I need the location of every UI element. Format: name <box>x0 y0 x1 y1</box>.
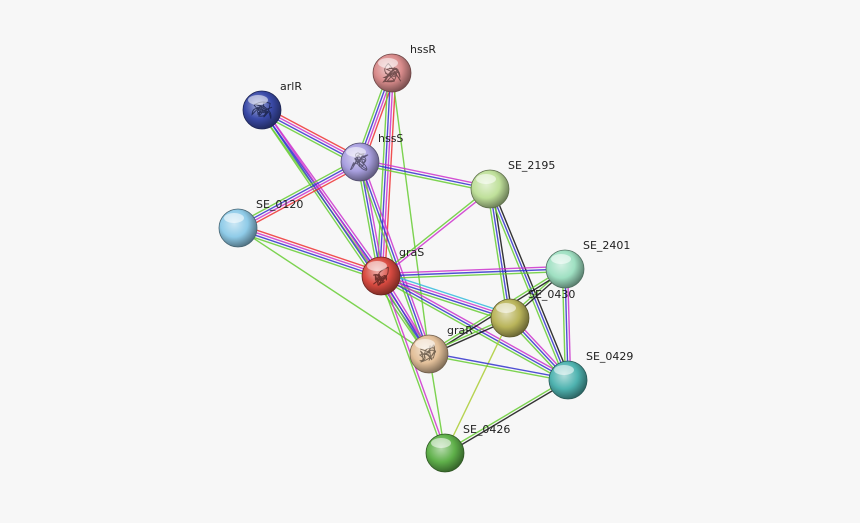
node-SE_0430[interactable]: SE_0430 <box>490 288 575 338</box>
node-label: SE_0430 <box>528 288 575 301</box>
edge-graS-SE_2401[interactable] <box>380 265 566 280</box>
node-highlight <box>551 254 571 264</box>
edge-line-databases <box>379 72 392 276</box>
node-highlight <box>415 339 435 349</box>
node-highlight <box>476 174 496 184</box>
node-label: hssR <box>410 43 436 56</box>
edge-line-textmining <box>379 187 490 276</box>
edge-line-textmining <box>428 354 568 382</box>
edge-line-textmining <box>237 227 430 355</box>
edge-line-textmining <box>379 276 445 454</box>
node-label: SE_2401 <box>583 239 630 252</box>
edge-line-experiments <box>361 160 433 354</box>
edge-line-databases <box>489 188 511 319</box>
edge-line-databases <box>237 160 360 228</box>
node-highlight <box>346 147 366 157</box>
node-SE_0120[interactable]: SE_0120 <box>218 198 303 248</box>
edge-arlR-graR[interactable] <box>259 108 432 356</box>
edge-line-textmining <box>443 378 568 453</box>
node-hssS[interactable]: hssS <box>340 132 403 182</box>
edge-line-databases <box>237 228 381 278</box>
edge-line-textmining <box>376 72 389 276</box>
edge-graR-SE_0429[interactable] <box>428 352 569 382</box>
edge-line-databases <box>380 268 566 277</box>
node-highlight <box>367 261 387 271</box>
node-SE_0426[interactable]: SE_0426 <box>425 423 510 473</box>
edge-line-textmining <box>381 270 566 280</box>
edge-line-databases <box>359 161 430 355</box>
edge-line-textmining <box>359 163 490 193</box>
edge-line-textmining <box>486 189 567 382</box>
node-highlight <box>248 95 268 105</box>
node-label: SE_2195 <box>508 159 555 172</box>
edge-line-homology <box>381 271 512 315</box>
edge-line-experiments <box>360 158 491 188</box>
edge-line-coexpression <box>491 187 572 380</box>
edge-line-experiments <box>381 189 492 278</box>
protein-structure-icon <box>251 101 273 119</box>
node-highlight <box>496 303 516 313</box>
edge-line-cooccurrence <box>444 317 511 454</box>
edge-line-textmining <box>356 162 428 356</box>
node-label: arlR <box>280 80 302 93</box>
edge-SE_0429-SE_0426[interactable] <box>443 378 570 455</box>
node-label: hssS <box>378 132 403 145</box>
edge-hssS-SE_2195[interactable] <box>359 158 491 193</box>
edge-hssS-SE_0120[interactable] <box>235 157 363 233</box>
node-graS[interactable]: graS <box>361 246 424 296</box>
node-label: SE_0429 <box>586 350 633 363</box>
edge-line-fusion <box>239 223 383 273</box>
edge-line-textmining <box>486 189 509 319</box>
node-hssR[interactable]: hssR <box>372 43 436 93</box>
node-highlight <box>431 438 451 448</box>
edge-line-experiments <box>263 108 384 275</box>
edge-line-textmining <box>259 111 428 356</box>
edge-line-fusion <box>239 164 363 233</box>
protein-structure-icon <box>419 344 437 363</box>
node-label: SE_0120 <box>256 198 303 211</box>
edge-line-databases <box>359 161 491 190</box>
edge-line-textmining <box>379 277 568 383</box>
edge-hssR-graR[interactable] <box>391 72 430 355</box>
node-arlR[interactable]: arlR <box>242 80 302 130</box>
node-graR[interactable]: graR <box>409 324 473 374</box>
edge-line-experiments <box>238 162 361 230</box>
edge-hssS-graR[interactable] <box>356 160 433 356</box>
edge-line-textmining <box>235 157 359 226</box>
edge-line-databases <box>429 352 569 380</box>
node-label: SE_0426 <box>463 423 510 436</box>
edge-line-coexpression <box>445 380 570 455</box>
edge-line-databases <box>380 275 569 381</box>
edge-SE_2195-SE_0429[interactable] <box>486 187 572 382</box>
node-SE_2401[interactable]: SE_2401 <box>545 239 630 289</box>
node-SE_2195[interactable]: SE_2195 <box>470 159 555 209</box>
edge-SE_0120-graR[interactable] <box>237 227 430 355</box>
edge-line-textmining <box>356 162 380 277</box>
protein-structure-icon <box>382 62 402 83</box>
edge-line-databases <box>489 188 569 381</box>
edge-line-experiments <box>381 274 511 318</box>
edge-SE_0430-SE_0426[interactable] <box>444 317 511 454</box>
node-highlight <box>378 58 398 68</box>
edge-line-experiments <box>238 226 382 276</box>
edge-SE_2195-graS[interactable] <box>379 187 492 278</box>
node-label: graS <box>399 246 424 259</box>
edge-line-experiments <box>381 73 394 277</box>
node-highlight <box>554 365 574 375</box>
edge-layer <box>235 71 572 455</box>
edge-line-textmining <box>391 72 430 355</box>
node-highlight <box>224 213 244 223</box>
edge-SE_0120-graS[interactable] <box>236 223 383 281</box>
edge-line-experiments <box>380 265 565 275</box>
edge-line-textmining <box>236 231 380 281</box>
node-label: graR <box>447 324 473 337</box>
protein-structure-icon <box>372 266 389 286</box>
node-SE_0429[interactable]: SE_0429 <box>548 350 633 400</box>
